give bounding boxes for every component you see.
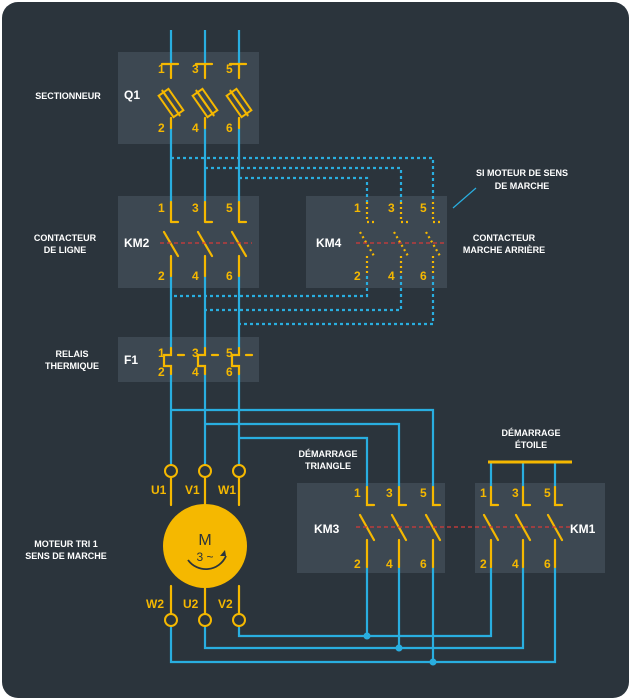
terminal-numbers-q1: 1 3 5 2 4 6	[158, 62, 233, 135]
svg-text:V1: V1	[185, 483, 200, 497]
main-feed-wires	[169, 30, 241, 465]
svg-text:1: 1	[354, 201, 361, 215]
f1-box	[118, 337, 259, 382]
svg-text:4: 4	[512, 557, 519, 571]
svg-text:2: 2	[480, 557, 487, 571]
terminal-numbers-f1: 1 3 5 2 4 6	[158, 346, 233, 379]
svg-text:1: 1	[158, 201, 165, 215]
svg-text:3: 3	[386, 486, 393, 500]
label-si-moteur-2: DE MARCHE	[495, 181, 550, 191]
svg-text:6: 6	[226, 269, 233, 283]
svg-text:3: 3	[388, 201, 395, 215]
label-moteur-2: SENS DE MARCHE	[25, 551, 107, 561]
label-relais-2: THERMIQUE	[45, 361, 99, 371]
tag-km2: KM2	[124, 236, 150, 250]
km1-box	[475, 483, 605, 573]
svg-text:5: 5	[420, 201, 427, 215]
km4-box	[306, 196, 447, 288]
terminal-numbers-km1: 1 3 5 2 4 6	[480, 486, 551, 571]
svg-text:2: 2	[158, 121, 165, 135]
km2-box	[118, 196, 259, 288]
svg-text:6: 6	[420, 557, 427, 571]
q1-disconnector	[157, 62, 253, 130]
svg-text:6: 6	[544, 557, 551, 571]
svg-text:5: 5	[226, 346, 233, 360]
svg-text:6: 6	[226, 121, 233, 135]
km3-box	[297, 483, 445, 573]
label-triangle-1: DÉMARRAGE	[298, 449, 357, 459]
starter-wires	[169, 408, 572, 666]
km2-contacts	[160, 200, 252, 278]
terminal-numbers-km2: 1 3 5 2 4 6	[158, 201, 233, 283]
svg-text:4: 4	[192, 365, 199, 379]
label-marche-arriere-1: CONTACTEUR	[473, 233, 536, 243]
label-triangle-2: TRIANGLE	[305, 461, 351, 471]
label-marche-arriere-2: MARCHE ARRIÈRE	[463, 245, 545, 255]
svg-text:5: 5	[420, 486, 427, 500]
svg-text:2: 2	[158, 269, 165, 283]
svg-text:6: 6	[226, 365, 233, 379]
svg-text:W2: W2	[146, 597, 164, 611]
svg-text:2: 2	[354, 557, 361, 571]
svg-text:W1: W1	[218, 483, 236, 497]
svg-text:U1: U1	[151, 483, 167, 497]
svg-text:1: 1	[354, 486, 361, 500]
svg-text:1: 1	[158, 62, 165, 76]
tag-km4: KM4	[316, 236, 342, 250]
svg-text:1: 1	[480, 486, 487, 500]
svg-text:4: 4	[192, 121, 199, 135]
svg-text:U2: U2	[183, 597, 199, 611]
label-moteur-1: MOTEUR TRI 1	[34, 539, 98, 549]
tag-q1: Q1	[124, 88, 140, 102]
motor-symbol-m: M	[198, 532, 211, 549]
label-sectionneur: SECTIONNEUR	[35, 91, 101, 101]
label-etoile-2: ÉTOILE	[515, 440, 547, 450]
km4-contacts	[356, 202, 444, 276]
svg-text:4: 4	[386, 557, 393, 571]
terminal-numbers-km3: 1 3 5 2 4 6	[354, 486, 427, 571]
svg-text:6: 6	[420, 269, 427, 283]
terminal-numbers-km4: 1 3 5 2 4 6	[354, 201, 427, 283]
motor-terminal-labels: U1 V1 W1 W2 U2 V2	[146, 483, 236, 611]
svg-text:4: 4	[388, 269, 395, 283]
reverse-dotted-wires	[171, 156, 477, 326]
svg-text:5: 5	[544, 486, 551, 500]
motor-phases: 3 ~	[196, 550, 213, 564]
svg-text:3: 3	[192, 346, 199, 360]
svg-text:1: 1	[158, 346, 165, 360]
label-contacteur-ligne-1: CONTACTEUR	[34, 233, 97, 243]
f1-relay	[162, 346, 254, 376]
svg-text:5: 5	[226, 201, 233, 215]
svg-text:4: 4	[192, 269, 199, 283]
label-contacteur-ligne-2: DE LIGNE	[44, 245, 87, 255]
svg-text:3: 3	[512, 486, 519, 500]
tag-f1: F1	[124, 353, 138, 367]
tag-km1: KM1	[570, 522, 596, 536]
label-relais-1: RELAIS	[55, 349, 88, 359]
svg-text:2: 2	[158, 365, 165, 379]
label-etoile-1: DÉMARRAGE	[501, 428, 560, 438]
motor-symbol	[163, 464, 247, 627]
svg-text:2: 2	[354, 269, 361, 283]
svg-text:3: 3	[192, 201, 199, 215]
svg-text:3: 3	[192, 62, 199, 76]
svg-text:5: 5	[226, 62, 233, 76]
svg-text:V2: V2	[218, 597, 233, 611]
tag-km3: KM3	[314, 522, 340, 536]
label-si-moteur-1: SI MOTEUR DE SENS	[476, 168, 568, 178]
